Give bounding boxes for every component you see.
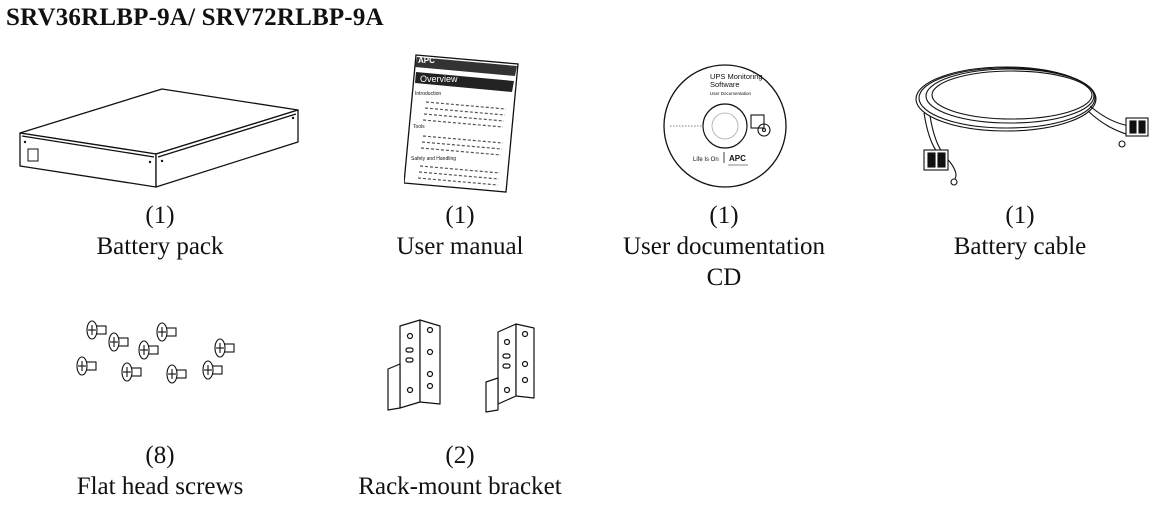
item-quantity: (1) (145, 202, 175, 229)
cd-tagline: Life Is On (693, 157, 719, 163)
item-quantity: (8) (145, 442, 175, 469)
cable-icon (915, 66, 1149, 186)
item-caption: (1) User documentation CD (604, 200, 844, 293)
document-title: SRV36RLBP-9A/ SRV72RLBP-9A (6, 4, 384, 31)
item-caption: (1) User manual (360, 200, 560, 262)
cd-title-line2: Software (710, 80, 740, 89)
screws-icon (76, 320, 235, 384)
item-caption: (1) Battery pack (60, 200, 260, 262)
connector-right-icon (1118, 117, 1149, 148)
item-quantity: (1) (1005, 202, 1035, 229)
manual-brand: APC (418, 56, 435, 65)
manual-icon: APC Overview Introduction Tools Safety a… (404, 54, 519, 193)
connector-left-icon (923, 149, 958, 186)
cd-title-line1: UPS Monitoring (710, 72, 763, 81)
item-name: User documentation (622, 233, 826, 260)
item-caption: (2) Rack-mount bracket (340, 440, 580, 502)
item-name: Flat head screws (76, 473, 244, 500)
item-name: Battery cable (953, 233, 1087, 260)
item-name-line2: CD (706, 264, 742, 291)
manual-heading: Overview (420, 74, 458, 84)
cd-icon: UPS Monitoring Software User Documentati… (663, 64, 787, 188)
item-caption: (8) Flat head screws (50, 440, 270, 502)
disc-symbol-icon (750, 114, 771, 137)
item-name: Battery pack (96, 233, 224, 260)
item-quantity: (1) (445, 202, 475, 229)
item-quantity: (2) (445, 442, 475, 469)
item-caption: (1) Battery cable (920, 200, 1120, 262)
cd-subtitle: User Documentation (710, 91, 752, 96)
item-name: Rack-mount bracket (358, 473, 562, 500)
cd-brand: APC (729, 154, 746, 163)
item-quantity: (1) (709, 202, 739, 229)
manual-section: Safety and Handling (411, 156, 456, 162)
manual-section: Introduction (415, 91, 441, 97)
item-name: User manual (396, 233, 524, 260)
battery-pack-icon (19, 88, 299, 188)
bracket-icon (387, 319, 535, 413)
manual-section: Tools (413, 124, 425, 130)
